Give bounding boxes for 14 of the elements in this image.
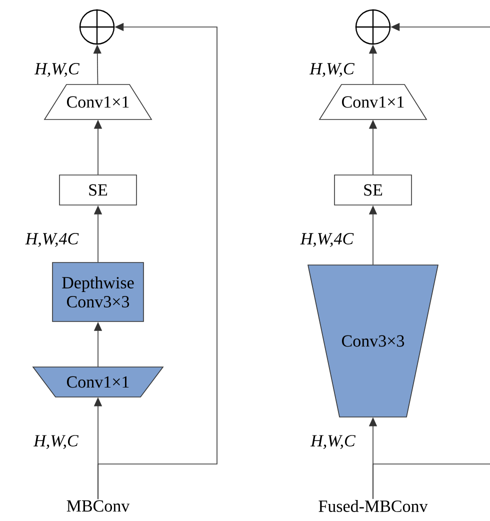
shape-label: H,W,C	[33, 435, 79, 449]
block-title: Fused-MBConv	[318, 500, 428, 512]
shape-label: H,W,C	[310, 435, 356, 449]
trapezoid-layer: Conv3×3	[308, 264, 438, 418]
layer-box: SE	[59, 174, 137, 206]
shape-label: H,W,C	[34, 63, 80, 77]
add-circle	[354, 8, 392, 46]
add-circle	[78, 8, 116, 46]
layer-box: SE	[334, 174, 412, 206]
block-title: MBConv	[66, 500, 130, 512]
shape-label: H,W,C	[309, 63, 355, 77]
shape-label: H,W,4C	[300, 233, 354, 247]
layer-box: Depthwise Conv3×3	[52, 262, 144, 322]
shape-label: H,W,4C	[25, 233, 79, 247]
